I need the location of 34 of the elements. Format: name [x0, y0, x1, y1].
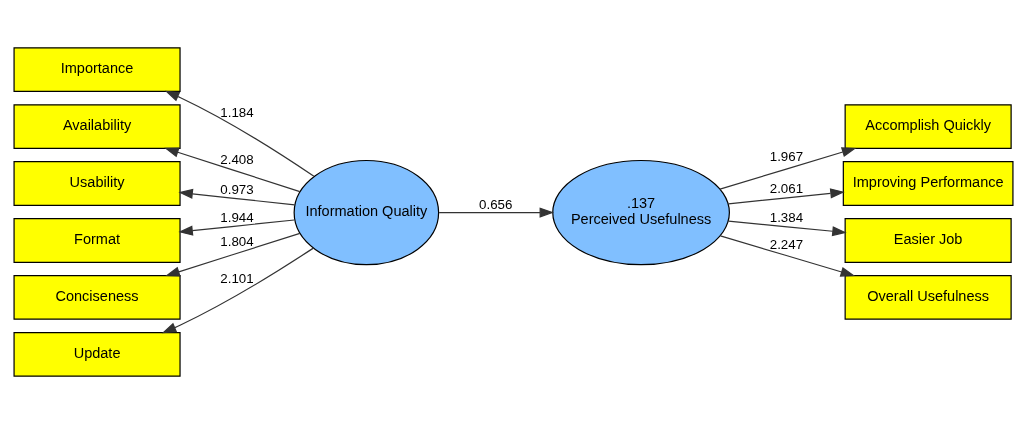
node-box: Update — [13, 331, 181, 377]
edge-label: 1.384 — [769, 210, 804, 226]
arrow — [178, 219, 295, 236]
node-box: Importance — [13, 47, 181, 93]
edge-label: 2.101 — [220, 270, 254, 286]
node-box: Accomplish Quickly — [844, 104, 1012, 149]
arrow — [178, 188, 296, 206]
arrow — [164, 90, 315, 177]
arrow — [438, 207, 555, 218]
edge-label: 1.967 — [769, 149, 804, 165]
node-box: Improving Performance — [842, 161, 1014, 206]
arrow — [719, 147, 857, 190]
edge-label: 1.804 — [220, 234, 254, 250]
edge-label: 1.184 — [220, 104, 254, 120]
node-box: Conciseness — [13, 275, 181, 320]
edge-label: 2.247 — [769, 236, 804, 252]
node-ellipse: Information Quality — [293, 159, 440, 266]
node-box: Easier Job — [844, 218, 1012, 263]
arrow — [719, 235, 856, 277]
edge-label: 2.408 — [220, 151, 254, 167]
node-box: Availability — [13, 104, 181, 149]
arrow — [161, 247, 314, 334]
arrow — [164, 147, 301, 193]
node-box: Overall Usefulness — [844, 275, 1012, 320]
node-ellipse: .137 Perceived Usefulness — [552, 159, 730, 266]
node-box: Format — [13, 218, 181, 263]
arrow — [727, 188, 845, 205]
arrow — [165, 232, 301, 277]
node-box: Usability — [13, 161, 181, 206]
edge-label: 0.656 — [479, 196, 513, 212]
edge-label: 0.973 — [220, 182, 254, 198]
edge-label: 1.944 — [220, 210, 254, 226]
arrow — [727, 220, 847, 237]
edge-label: 2.061 — [769, 180, 804, 196]
